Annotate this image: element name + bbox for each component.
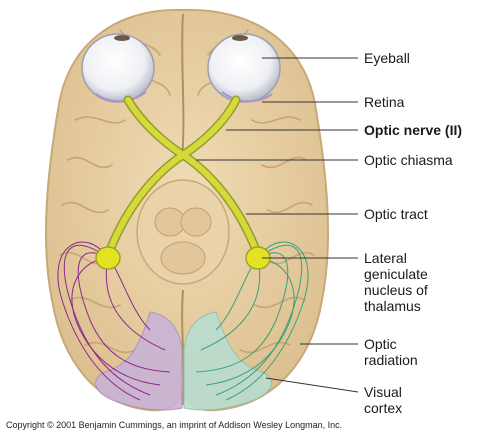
label-lgn-line4: thalamus xyxy=(364,298,421,314)
brain xyxy=(44,8,330,412)
label-visual-cortex-line1: Visual xyxy=(364,384,402,400)
left-visual-cortex xyxy=(95,311,183,411)
label-optic-tract: Optic tract xyxy=(364,206,428,222)
left-eyeball xyxy=(81,33,155,103)
label-optic-nerve: Optic nerve (II) xyxy=(364,122,463,138)
label-lgn-line3: nucleus of xyxy=(364,282,428,298)
left-lateral-geniculate-nucleus xyxy=(95,246,121,270)
label-lgn-line1: Lateral xyxy=(364,250,407,266)
label-eyeball: Eyeball xyxy=(364,50,410,66)
optic-pathway xyxy=(105,95,261,255)
brainstem xyxy=(136,179,230,285)
label-optic-radiation-line2: radiation xyxy=(364,352,418,368)
label-lgn-line2: geniculate xyxy=(364,266,428,282)
left-optic-radiation xyxy=(57,241,171,401)
label-visual-cortex-line2: cortex xyxy=(364,400,403,416)
leader-lines xyxy=(196,57,359,393)
label-optic-chiasma: Optic chiasma xyxy=(364,152,453,168)
copyright-notice: Copyright © 2001 Benjamin Cummings, an i… xyxy=(6,420,343,430)
label-optic-radiation-line1: Optic xyxy=(364,336,397,352)
right-eyeball xyxy=(207,33,281,103)
label-retina: Retina xyxy=(364,94,405,110)
